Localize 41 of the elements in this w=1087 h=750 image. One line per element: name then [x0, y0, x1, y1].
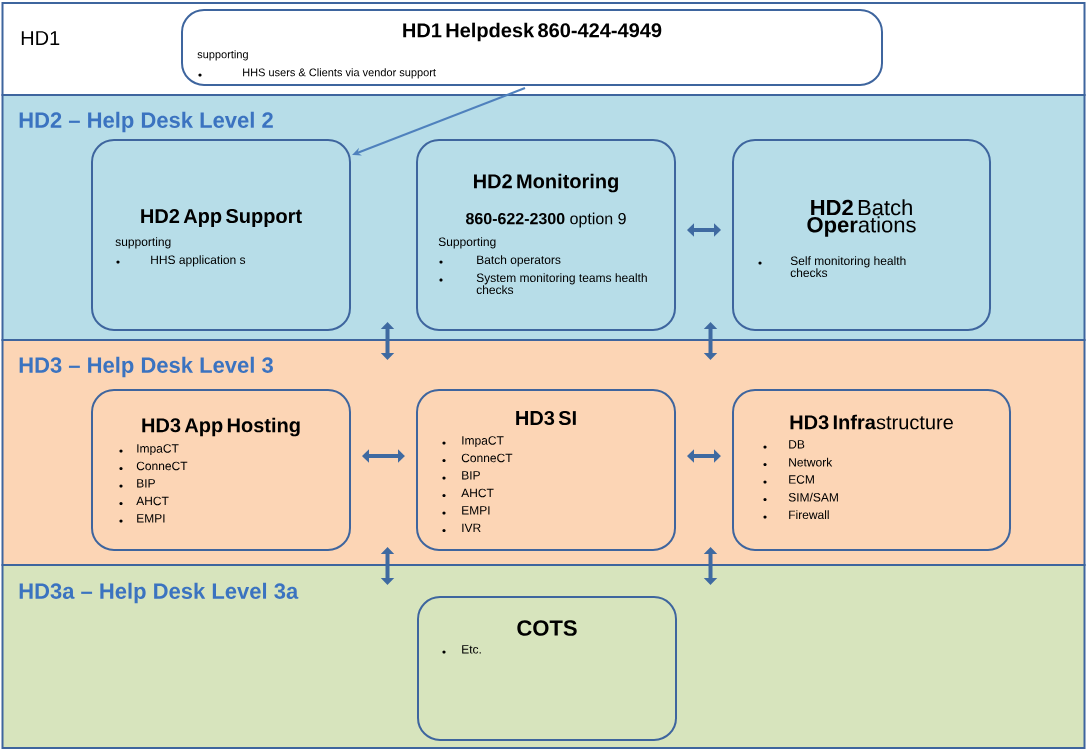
- box-heading: HD3 App Hosting: [142, 417, 300, 437]
- list-item: System monitoring teams health checks: [439, 273, 647, 294]
- arrow: [703, 547, 718, 585]
- box-heading: HD3 Infrastructure: [790, 414, 953, 430]
- arrow: [380, 547, 395, 585]
- box-heading: HD1 Helpdesk 860-424-4949: [403, 22, 662, 42]
- list-item: ImpaCT: [119, 444, 179, 456]
- list-item: HHS users & Clients via vendor support: [198, 68, 436, 79]
- arrow: [687, 449, 721, 463]
- box-heading: COTS: [517, 620, 577, 636]
- list-item: DB: [763, 440, 805, 449]
- body-text: supporting: [115, 237, 171, 249]
- list-item: Self monitoring health checks: [758, 256, 906, 277]
- arrow: [362, 449, 405, 463]
- list-item: ConneCT: [119, 461, 188, 471]
- box-heading: HD2 App Support: [141, 208, 302, 228]
- list-item: ConneCT: [442, 453, 513, 463]
- list-item: Etc.: [442, 645, 481, 654]
- list-item: EMPI: [119, 514, 165, 523]
- list-item: Network: [763, 457, 833, 467]
- list-item: Firewall: [763, 510, 829, 519]
- list-item: BIP: [119, 479, 155, 488]
- body-text: Supporting: [438, 237, 496, 249]
- list-item: ECM: [763, 475, 814, 484]
- list-item: ImpaCT: [442, 436, 504, 448]
- list-item: SIM/SAM: [763, 492, 838, 502]
- list-item: IVR: [442, 523, 481, 533]
- arrow: [380, 322, 395, 360]
- list-item: HHS application s: [116, 255, 246, 267]
- arrow: [687, 223, 721, 237]
- list-item: BIP: [442, 471, 480, 480]
- box-heading: HD3 SI: [516, 410, 576, 426]
- box-heading: HD2 Monitoring: [474, 173, 618, 193]
- phone-number: 860-622-2300 option 9: [466, 212, 626, 228]
- arrow: [703, 322, 718, 360]
- list-item: EMPI: [442, 506, 490, 515]
- list-item: Batch operators: [439, 255, 561, 267]
- list-item: AHCT: [442, 488, 494, 498]
- body-text: supporting: [197, 50, 248, 61]
- box-heading: HD2 Batch Operations: [807, 199, 916, 237]
- list-item: AHCT: [119, 496, 169, 506]
